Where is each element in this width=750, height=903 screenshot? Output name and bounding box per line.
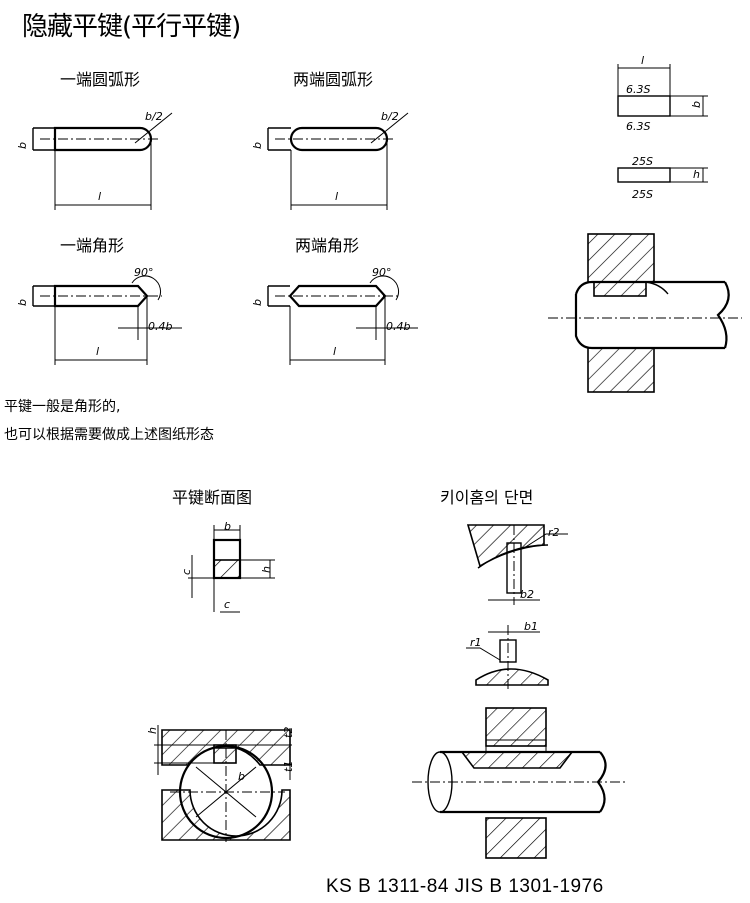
key-two-ends-square: 90° 0.4b b l xyxy=(251,266,418,365)
dim-t1: t1 xyxy=(282,761,295,772)
label-two-end-square: 两端角形 xyxy=(295,236,360,255)
note-line-2: 也可以根据需要做成上述图纸形态 xyxy=(4,427,214,443)
dim-r2: r2 xyxy=(548,526,560,539)
label-section-kr: 키이홈의 단면 xyxy=(440,488,534,507)
dim-0-4b: 0.4b xyxy=(148,320,172,333)
label-one-end-round: 一端圆弧形 xyxy=(60,70,141,89)
standards-reference: KS B 1311-84 JIS B 1301-1976 xyxy=(326,876,604,897)
label-section-cn: 平键断面图 xyxy=(172,488,253,507)
dim-0-4b-2: 0.4b xyxy=(386,320,410,333)
key-surface-finish-bottom: 25S h 25S xyxy=(617,155,708,201)
dim-l: l xyxy=(98,190,101,203)
key-surface-finish-top: l 6.3S b 6.3S xyxy=(617,54,708,133)
label-two-end-round: 两端圆弧形 xyxy=(293,70,374,89)
dim-l-2: l xyxy=(335,190,338,203)
key-one-end-square: 90° 0.4b b l xyxy=(16,266,182,365)
key-cross-section: h b c c xyxy=(180,520,275,613)
dim-l-4: l xyxy=(333,345,336,358)
dim-b-5: b xyxy=(690,101,703,108)
dim-90deg: 90° xyxy=(134,266,154,279)
finish-25s-top: 25S xyxy=(632,155,653,168)
finish-6-3s-bottom: 6.3S xyxy=(626,120,650,133)
keyway-depth-section: h t2 t1 b xyxy=(146,725,295,842)
dim-b2: b2 xyxy=(520,588,534,601)
dim-b-6: b xyxy=(224,520,231,533)
dim-90deg-2: 90° xyxy=(372,266,392,279)
dim-l-5: l xyxy=(641,54,644,67)
dim-b-2: b xyxy=(251,142,264,149)
label-one-end-square: 一端角形 xyxy=(60,236,125,255)
keyway-hub-detail: r2 b2 xyxy=(466,524,568,605)
dim-c-2: c xyxy=(224,598,230,611)
dim-r1: r1 xyxy=(470,636,482,649)
dim-h-3: h xyxy=(146,727,159,734)
dim-b-half-2: b/2 xyxy=(381,110,399,123)
key-two-ends-round: b/2 b l xyxy=(251,110,409,210)
keyway-shaft-detail: b1 r1 xyxy=(466,620,549,690)
note-line-1: 平键一般是角形的, xyxy=(4,399,121,415)
shaft-hub-assembly-top xyxy=(548,233,742,393)
dim-t2: t2 xyxy=(282,727,295,738)
dim-b-4: b xyxy=(251,299,264,306)
dim-b1: b1 xyxy=(524,620,538,633)
dim-c: c xyxy=(180,569,193,575)
page-title: 隐藏平键(平行平键) xyxy=(22,12,241,42)
shaft-hub-assembly-bottom xyxy=(412,707,628,859)
finish-25s-bottom: 25S xyxy=(632,188,653,201)
dim-l-3: l xyxy=(96,345,99,358)
finish-6-3s-top: 6.3S xyxy=(626,83,650,96)
dim-b-half: b/2 xyxy=(145,110,163,123)
dim-b: b xyxy=(16,142,29,149)
dim-h-2: h xyxy=(260,566,273,573)
dim-h: h xyxy=(693,168,700,181)
dim-b-7: b xyxy=(238,770,245,783)
key-one-end-round: b/2 b l xyxy=(16,110,173,210)
dim-b-3: b xyxy=(16,299,29,306)
